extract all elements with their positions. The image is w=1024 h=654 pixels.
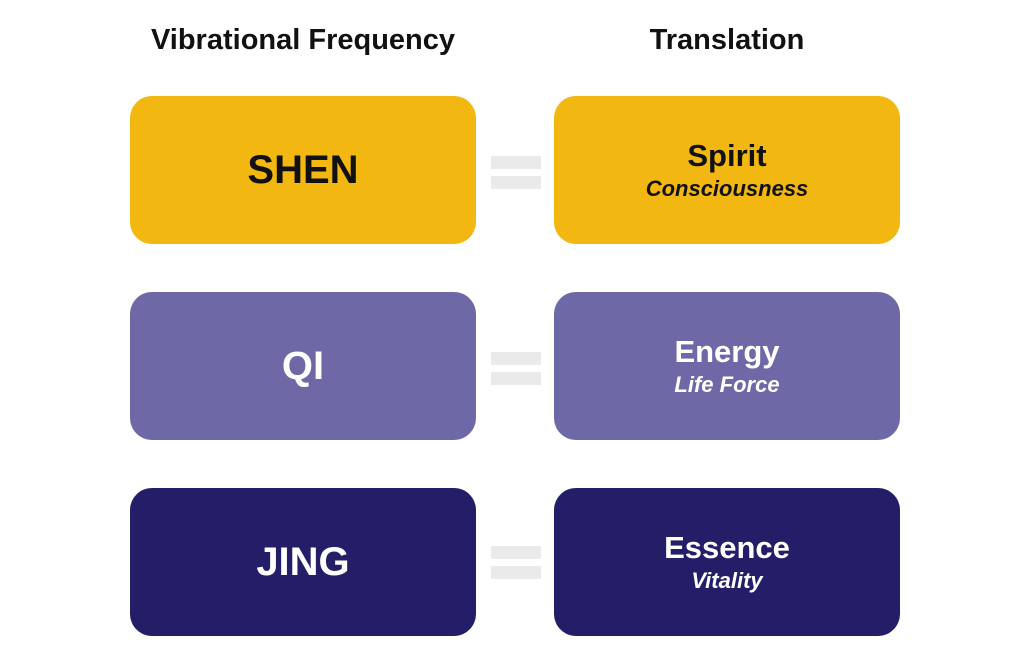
equals-bar-top	[491, 546, 541, 559]
frequency-box-jing: JING	[130, 488, 476, 636]
translation-term: Energy	[674, 333, 780, 369]
equals-bar-bottom	[491, 176, 541, 189]
frequency-term: SHEN	[247, 148, 359, 192]
frequency-term: JING	[256, 540, 350, 584]
frequency-box-shen: SHEN	[130, 96, 476, 244]
translation-box-essence: Essence Vitality	[554, 488, 900, 636]
equals-bar-top	[491, 156, 541, 169]
translation-subtitle: Life Force	[674, 371, 780, 397]
translation-subtitle: Vitality	[691, 567, 763, 593]
frequency-box-qi: QI	[130, 292, 476, 440]
translation-subtitle: Consciousness	[645, 175, 809, 201]
equals-bar-top	[491, 352, 541, 365]
equals-bar-bottom	[491, 372, 541, 385]
vibrational-frequency-header: Vibrational Frequency	[150, 24, 456, 56]
equals-bar-bottom	[491, 566, 541, 579]
translation-box-spirit: Spirit Consciousness	[554, 96, 900, 244]
translation-box-energy: Energy Life Force	[554, 292, 900, 440]
translation-term: Essence	[664, 529, 790, 565]
translation-header: Translation	[649, 24, 805, 56]
translation-term: Spirit	[687, 137, 767, 173]
frequency-term: QI	[281, 344, 325, 388]
